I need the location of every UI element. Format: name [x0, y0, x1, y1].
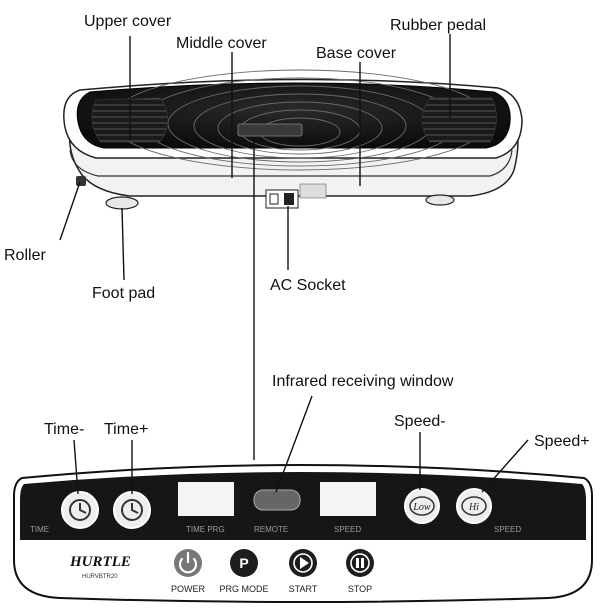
ac-socket-plug: [284, 193, 294, 205]
speed-hi-ring: [461, 496, 487, 516]
panel-time-prg-label: TIME PRG: [186, 525, 225, 534]
panel-speed-right-label: SPEED: [494, 525, 521, 534]
power-icon: [178, 551, 198, 574]
label-rubber-pedal: Rubber pedal: [390, 17, 486, 34]
label-infrared-window: Infrared receiving window: [272, 373, 454, 390]
play-icon: [293, 553, 313, 573]
speed-display: [320, 482, 376, 516]
pause-icon: [350, 553, 370, 573]
foot-pad-left: [105, 196, 139, 210]
leader-infrared-window: [275, 395, 313, 493]
top-plate: [76, 82, 511, 149]
clock-icon: [69, 499, 91, 521]
speed-low-ring: [409, 496, 435, 516]
label-upper-cover: Upper cover: [84, 13, 172, 30]
prg-mode-label: PRG MODE: [219, 584, 268, 594]
rating-label: [299, 183, 327, 199]
label-time-minus: Time-: [44, 421, 84, 438]
middle-cover-band: [69, 149, 513, 177]
brand-logo: HURTLE: [69, 554, 131, 570]
leader-foot-pad: [121, 207, 125, 281]
power-label: POWER: [171, 584, 206, 594]
model-number: HURVBTR20: [82, 574, 118, 580]
label-roller: Roller: [4, 247, 46, 264]
prg-button-glyph: P: [239, 555, 248, 571]
stop-button[interactable]: [346, 549, 374, 577]
prg-mode-button[interactable]: [230, 549, 258, 577]
time-prg-display: [178, 482, 234, 516]
stop-label: STOP: [348, 584, 372, 594]
leader-roller: [59, 181, 81, 241]
plate-display: [237, 123, 303, 137]
panel-speed-label: SPEED: [334, 525, 361, 534]
clock-icon: [121, 499, 143, 521]
panel-time-label: TIME: [30, 525, 49, 534]
speed-hi-text: Hi: [468, 502, 479, 513]
speed-low-button[interactable]: [404, 488, 440, 524]
label-speed-minus: Speed-: [394, 413, 446, 430]
label-speed-plus: Speed+: [534, 433, 590, 450]
label-ac-socket: AC Socket: [270, 277, 346, 294]
label-middle-cover: Middle cover: [176, 35, 267, 52]
roller: [76, 176, 86, 186]
leader-time-minus: [73, 439, 79, 495]
speed-low-text: Low: [412, 502, 431, 513]
leader-speed-plus: [481, 439, 529, 493]
leader-lines-top: [59, 34, 451, 460]
panel-remote-label: REMOTE: [254, 525, 288, 534]
speed-hi-button[interactable]: [456, 488, 492, 524]
start-label: START: [289, 584, 318, 594]
leader-lines-panel: [73, 395, 529, 495]
label-time-plus: Time+: [104, 421, 148, 438]
label-foot-pad: Foot pad: [92, 285, 155, 302]
remote-window: [253, 489, 301, 511]
label-base-cover: Base cover: [316, 45, 397, 62]
vibration-plate: [63, 69, 523, 210]
ac-socket-switch: [269, 193, 279, 205]
panel-dark-band: [20, 472, 586, 540]
foot-pad-right: [425, 194, 455, 206]
control-panel: [13, 464, 593, 603]
rubber-pedal-right: [421, 97, 497, 143]
